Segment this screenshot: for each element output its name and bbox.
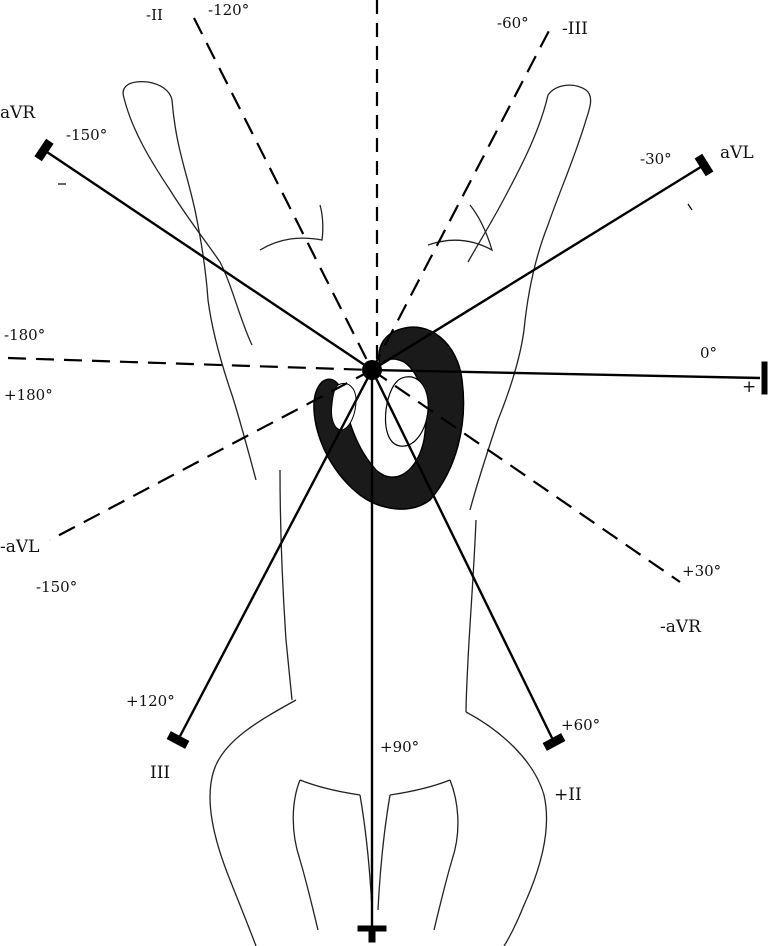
axis-lead-I [371, 368, 761, 380]
label-neg-150-top: -150° [66, 126, 107, 144]
label-neg-II: -II [146, 6, 163, 24]
label-neg-120: -120° [208, 1, 249, 19]
left-arm-inner [123, 97, 253, 346]
axis-lead-III [176, 369, 374, 741]
label-aVR: aVR [0, 103, 36, 123]
left-torso-side [207, 299, 257, 481]
axis-aVR-neg [371, 369, 681, 583]
crotch [359, 794, 391, 911]
label-neg-150-bottom: -150° [36, 578, 77, 596]
label-neg-180: -180° [4, 326, 45, 344]
label-pos-180: +180° [4, 386, 53, 404]
electrode-aVR-icon [34, 138, 54, 162]
heart-left-lobe [331, 383, 357, 431]
heart-illustration [313, 326, 465, 510]
right-torso-line [465, 519, 477, 713]
electrode-aVL-icon [694, 153, 714, 177]
heart-chamber [384, 376, 429, 447]
right-thigh-top [389, 779, 451, 796]
left-hip [209, 699, 297, 946]
label-III: III [150, 763, 170, 783]
axis-lead-III-neg [371, 24, 553, 371]
left-shoulder [259, 204, 324, 251]
label-pos-120: +120° [126, 692, 175, 710]
right-arm-outline [523, 84, 592, 331]
right-torso-side [469, 329, 525, 511]
electrode-III-icon [166, 731, 190, 749]
left-arm-outline [122, 80, 209, 301]
axis-aVR [43, 149, 373, 371]
label-neg-30: -30° [640, 150, 672, 168]
left-torso-line [279, 469, 293, 701]
right-shoulder [427, 204, 494, 252]
axis-labels: -II -120° -60° -III aVR -150° -30° aVL -… [0, 1, 756, 805]
label-pos-60: +60° [561, 716, 600, 734]
electrodes [34, 138, 768, 943]
right-hip [465, 711, 548, 946]
label-zero: 0° [700, 344, 717, 362]
label-pos-II: +II [554, 785, 582, 805]
electrode-lead-I-icon [761, 361, 768, 395]
body-outline [122, 80, 592, 946]
lead-axes [7, 0, 761, 930]
label-plus: + [742, 377, 756, 397]
axis-aVL [371, 163, 705, 372]
right-arm-inner [467, 94, 549, 263]
label-pos-30: +30° [682, 562, 721, 580]
electrode-aVF-icon [357, 925, 387, 943]
left-leg-inner [292, 779, 319, 931]
label-neg-aVL: -aVL [0, 537, 39, 557]
label-pos-90: +90° [380, 738, 419, 756]
right-leg-inner [433, 779, 459, 931]
axis-lead-II-neg [193, 17, 373, 371]
heart-ventricle [313, 326, 465, 510]
electrode-II-icon [542, 733, 566, 751]
left-thigh-top [299, 779, 361, 796]
label-neg-aVR: -aVR [660, 617, 702, 637]
axis-lead-II [370, 369, 554, 739]
aVL-minus-tick [687, 203, 693, 211]
label-aVL: aVL [720, 143, 754, 163]
label-neg-III: -III [562, 19, 588, 39]
axis-aVL-neg [49, 369, 373, 541]
axis-lead-I-neg [7, 356, 373, 372]
label-neg-60: -60° [497, 14, 529, 32]
